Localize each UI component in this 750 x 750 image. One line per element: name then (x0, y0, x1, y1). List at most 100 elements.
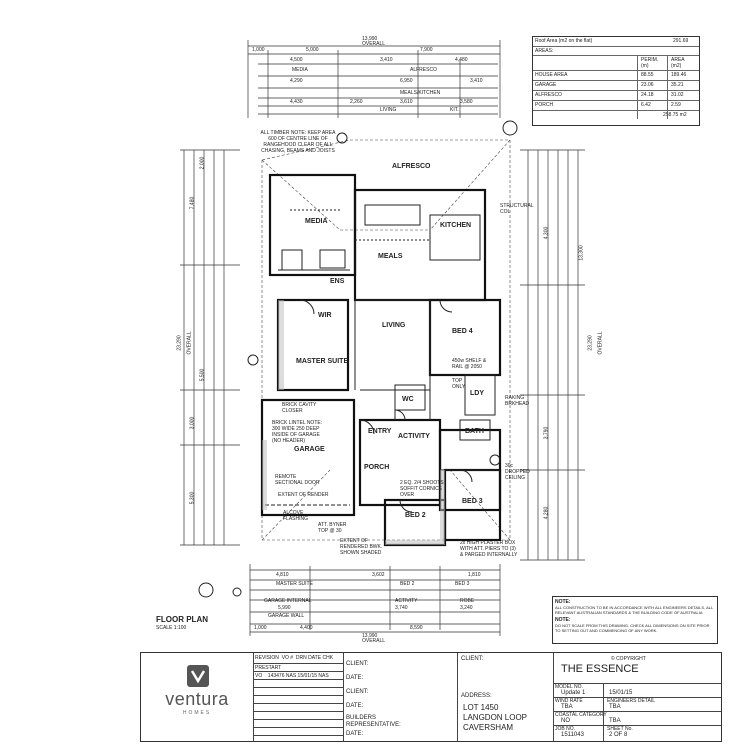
top-dim-l: 3,610 (400, 99, 413, 105)
room-bed4: BED 4 (452, 328, 473, 335)
coastal-label: COASTAL CATEGORY (555, 712, 607, 718)
logo-mark (187, 665, 209, 687)
bottom-dim-e: 3,740 (395, 605, 408, 611)
notes-title-1: NOTE: (555, 599, 571, 605)
room-bed2: BED 2 (405, 512, 426, 519)
brand-sub: HOMES (182, 710, 212, 716)
note-rendered-bwk: EXTENT OF RENDERED BWK. SHOWN SHADED (340, 538, 383, 556)
top-dim-j: 4,430 (290, 99, 303, 105)
note-top-only: TOP ONLY (452, 378, 466, 390)
address-line-1: LOT 1450 (463, 703, 499, 712)
bottom-label-garage-wall: GARAGE WALL (268, 613, 305, 619)
top-label-media: MEDIA (292, 67, 308, 73)
note-extent-render: EXTENT OF RENDER (278, 492, 329, 498)
sign-client-1: CLIENT: (346, 661, 369, 667)
notes-box: NOTE: ALL CONSTRUCTION TO BE IN ACCORDAN… (552, 596, 718, 644)
copyright: © COPYRIGHT (611, 656, 646, 662)
date-value: 15/01/15 (609, 690, 633, 696)
note-plaster-box: 2x HIGH PLASTER BOX WITH ATT. PIERS TO (… (460, 540, 518, 558)
note-brick-lintel: BRICK LINTEL NOTE: 300 WIDE 250 DEEP INS… (272, 420, 323, 444)
right-dim-d: 4,280 (543, 506, 550, 520)
right-overall-caption: OVERALL (597, 331, 604, 355)
right-overall-dimension: 23,290 (587, 335, 594, 351)
left-overall-dimension: 23,290 (176, 335, 183, 351)
job-value: 1511043 (561, 732, 584, 738)
room-bed3: BED 3 (462, 498, 483, 505)
top-dim-g: 4,290 (290, 78, 303, 84)
porch-area-perim: 6.42 (641, 102, 651, 108)
left-dim-a: 7,480 (189, 196, 196, 210)
alfresco-area-area: 31.02 (671, 92, 684, 98)
note-raking-brkhead: RAKING BRKHEAD (505, 395, 530, 407)
garage-area-perim: 23.06 (641, 82, 654, 88)
bottom-dim-d: 5,990 (278, 605, 291, 611)
house-area-name: HOUSE AREA (535, 72, 568, 78)
sign-date-2: DATE: (346, 703, 364, 709)
floor-plan-title: FLOOR PLAN (156, 615, 208, 624)
bottom-dim-f: 3,240 (460, 605, 473, 611)
bottom-dim-g: 1,000 (254, 625, 267, 631)
engineer-value: TBA (609, 704, 621, 710)
bottom-overall-dimension: 13,990 (362, 633, 378, 639)
top-dim-d: 4,500 (290, 57, 303, 63)
bottom-dim-b: 3,602 (372, 572, 385, 578)
wind-value: TBA (561, 704, 573, 710)
room-alfresco: ALFRESCO (392, 163, 431, 170)
left-dim-e: 5,500 (199, 368, 206, 382)
room-kitchen: KITCHEN (440, 222, 472, 229)
design-name: THE ESSENCE (561, 663, 639, 675)
job-label: JOB NO. (555, 726, 576, 732)
notes-text-2: DO NOT SCALE FROM THIS DRAWING. CHECK AL… (555, 623, 710, 633)
total-area: 258.75 m2 (663, 112, 687, 118)
left-dim-b: 3,000 (189, 416, 196, 430)
room-garage: GARAGE (294, 446, 325, 453)
top-overall-caption: OVERALL (362, 41, 386, 47)
model-label: MODEL NO. (555, 684, 583, 690)
sign-date-3: DATE: (346, 731, 364, 737)
engineer-label: ENGINEERS DETAIL (607, 698, 655, 704)
room-ldy: LDY (470, 390, 484, 397)
revision-row-prestart: PRESTART (255, 665, 282, 671)
note-structural-col: STRUCTURAL COL (500, 203, 534, 215)
room-wir: WIR (318, 312, 332, 319)
coastal-value: NO (561, 718, 570, 724)
room-ens: ENS (330, 278, 345, 285)
garage-area-name: GARAGE (535, 82, 557, 88)
brand-name: ventura (165, 689, 229, 709)
garage-area-area: 35.21 (671, 82, 684, 88)
bottom-dim-a: 4,810 (276, 572, 289, 578)
wind-label: WIND RATE (555, 698, 583, 704)
bottom-label-bed2: BED 2 (400, 581, 415, 587)
house-area-area: 189.46 (671, 72, 687, 78)
room-media: MEDIA (305, 218, 328, 225)
alfresco-area-name: ALFRESCO (535, 92, 562, 98)
sheet-label: SHEET No. (607, 726, 633, 732)
left-dim-d: 2,000 (199, 156, 206, 170)
bottom-label-master: MASTER SUITE (276, 581, 313, 587)
note-alcove-flashing: ALCOVE FLASHING (283, 510, 309, 522)
note-brick-cavity-closer: BRICK CAVITY CLOSER (282, 402, 317, 414)
top-label-living: LIVING (380, 107, 397, 113)
room-wc: WC (402, 396, 414, 403)
notes-title-2: NOTE: (555, 617, 571, 623)
sign-client-2: CLIENT: (346, 689, 369, 695)
top-dim-e: 3,410 (380, 57, 393, 63)
note-shelf-rail: 450w SHELF & RAIL @ 2050 (452, 358, 487, 370)
pg-ratio-value: TBA (609, 718, 621, 724)
porch-area-area: 2.59 (671, 102, 681, 108)
sheet-value: 2 OF 8 (609, 732, 628, 738)
top-dim-b: 5,000 (306, 47, 319, 53)
notes-text-1: ALL CONSTRUCTION TO BE IN ACCORDANCE WIT… (555, 605, 714, 615)
right-dim-a: 13,300 (578, 245, 585, 261)
top-dim-i: 3,410 (470, 78, 483, 84)
top-dim-c: 7,900 (420, 47, 433, 53)
room-activity: ACTIVITY (398, 433, 430, 440)
sign-date-1: DATE: (346, 675, 364, 681)
bottom-dim-c: 1,810 (468, 572, 481, 578)
address-line-3: CAVERSHAM (463, 723, 514, 732)
bottom-overall-caption: OVERALL (362, 638, 386, 644)
top-overall-dimension: 13,990 (362, 36, 378, 42)
note-remote-door: REMOTE SECTIONAL DOOR (275, 474, 320, 486)
room-porch: PORCH (364, 464, 390, 471)
